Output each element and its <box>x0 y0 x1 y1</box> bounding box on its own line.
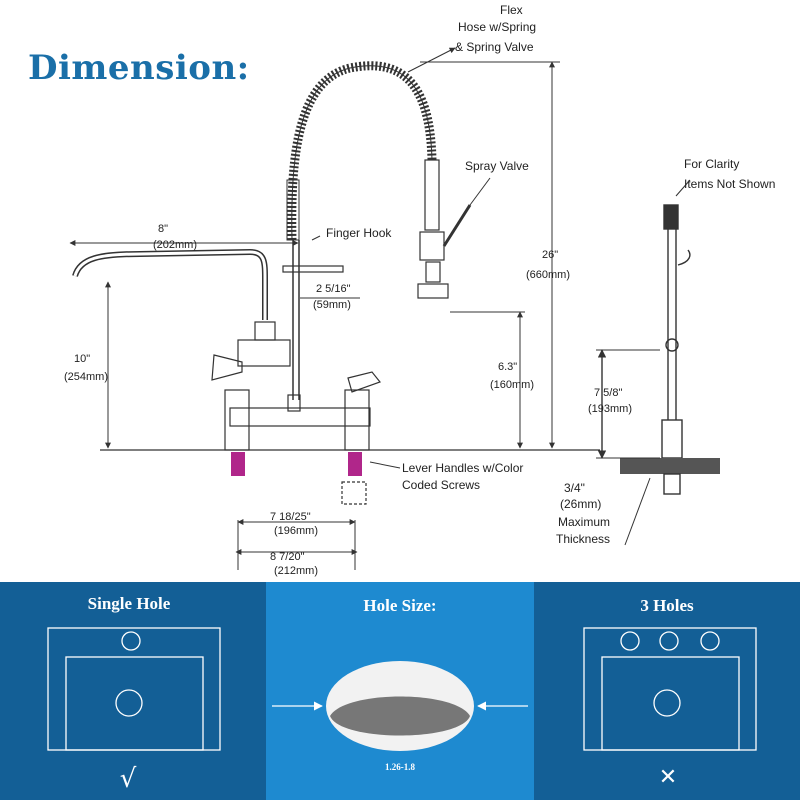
hook-offset-mm: (59mm) <box>313 299 351 311</box>
center-2-mm: (212mm) <box>274 565 318 577</box>
right-screw <box>348 452 362 476</box>
faucet-drawing <box>72 61 600 451</box>
clarity-label-1: For Clarity <box>684 157 739 171</box>
finger-hook-label: Finger Hook <box>326 226 392 240</box>
hole-size-range: 1.26-1.8 <box>385 762 415 772</box>
height-mm: (660mm) <box>526 269 570 281</box>
thickness-label-2: (26mm) <box>560 497 601 511</box>
cross-icon: ✕ <box>659 765 677 790</box>
valve-height-mm: (160mm) <box>490 379 534 391</box>
spout-height-mm: (254mm) <box>64 371 108 383</box>
spout-length-label: 8" <box>158 223 168 235</box>
side-view-drawing <box>596 179 720 546</box>
hole-size-icon <box>272 661 528 751</box>
side-height-mm: (193mm) <box>588 403 632 415</box>
flex-hose-label-1: Flex <box>500 3 523 17</box>
center-1-label: 7 18/25" <box>270 511 311 523</box>
center-2-label: 8 7/20" <box>270 551 305 563</box>
spray-valve-label: Spray Valve <box>465 159 529 173</box>
lever-handles-label-2: Coded Screws <box>402 478 480 492</box>
flex-hose-label-2: Hose w/Spring <box>458 20 536 34</box>
clarity-label-2: Items Not Shown <box>684 177 775 191</box>
hole-size-title: Hole Size: <box>363 596 436 615</box>
left-screw <box>231 452 245 476</box>
spout-length-mm: (202mm) <box>153 239 197 251</box>
thickness-label-4: Thickness <box>556 532 610 546</box>
hook-offset-label: 2 5/16" <box>316 283 351 295</box>
center-1-mm: (196mm) <box>274 525 318 537</box>
height-label: 26" <box>542 249 558 261</box>
spout <box>72 248 268 320</box>
spring-hose <box>287 61 437 241</box>
three-holes-title: 3 Holes <box>640 596 694 615</box>
lever-handles-label-1: Lever Handles w/Color <box>402 461 523 475</box>
spout-height-label: 10" <box>74 353 90 365</box>
check-icon: √ <box>120 764 137 794</box>
flex-hose-label-3: & Spring Valve <box>455 40 534 54</box>
three-holes-sink-icon <box>583 627 757 751</box>
thickness-label-3: Maximum <box>558 515 610 529</box>
valve-height-label: 6.3" <box>498 361 517 373</box>
thickness-label-1: 3/4" <box>564 481 585 495</box>
page-title: Dimension: <box>28 48 250 88</box>
side-height-label: 7 5/8" <box>594 387 622 399</box>
single-hole-title: Single Hole <box>88 594 171 613</box>
single-hole-sink-icon <box>47 627 221 751</box>
